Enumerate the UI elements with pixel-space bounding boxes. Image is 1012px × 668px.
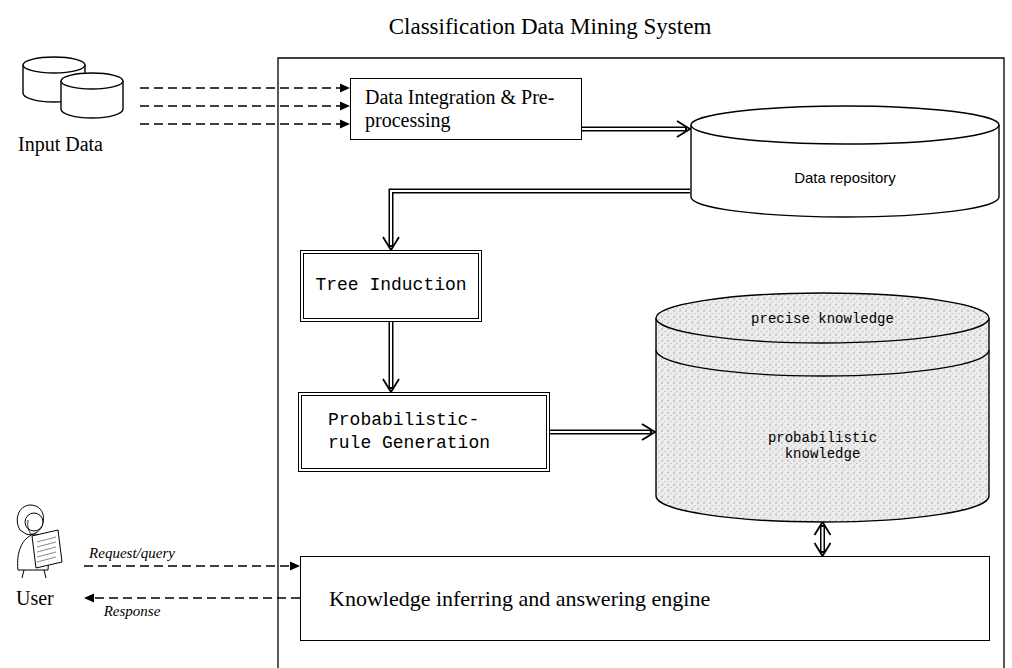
cylinder-top	[656, 293, 989, 343]
process-box-double: Tree Induction	[300, 250, 482, 322]
double-arrow	[383, 191, 690, 250]
user-hair	[17, 505, 43, 535]
data-repository-cylinder: Data repository	[690, 105, 1000, 217]
arrow-inner	[550, 431, 650, 433]
process-box-double: Probabilistic-rule Generation	[298, 392, 550, 472]
arrow-head	[642, 424, 655, 440]
dashed-arrow	[84, 594, 300, 603]
arrow-outer	[820, 525, 825, 553]
newspaper-line	[37, 547, 56, 552]
node-text: Tree Induction	[312, 274, 470, 297]
arrow-line	[140, 87, 344, 88]
cylinder-body	[656, 318, 989, 522]
cylinder-top	[691, 106, 999, 144]
arrow-inner	[822, 527, 824, 551]
node-text: User	[16, 587, 84, 610]
engine-box: Knowledge inferring and answering engine	[300, 556, 990, 641]
arrow-inner	[391, 191, 690, 245]
newspaper	[32, 530, 62, 568]
edge-label: Request/query	[86, 545, 178, 562]
newspaper-line	[37, 552, 56, 557]
newspaper-line	[37, 537, 56, 542]
newspaper-line	[37, 557, 56, 562]
double-arrow	[815, 522, 831, 556]
node-text: Knowledge inferring and answering engine	[329, 586, 961, 612]
dashed-arrow	[140, 120, 350, 129]
arrow-outer	[550, 430, 652, 435]
diagram-title: Classification Data Mining System	[280, 14, 820, 40]
user-hairline	[28, 520, 34, 536]
cylinder	[61, 73, 123, 118]
user-legs	[22, 570, 46, 578]
node-text: Input Data	[18, 133, 140, 156]
node-text: precise knowledge	[748, 312, 897, 327]
arrow-inner	[582, 128, 685, 130]
cylinder-divider	[656, 350, 989, 376]
dashed-arrow	[84, 562, 300, 571]
arrow-head	[383, 379, 399, 392]
arrow-outer	[582, 127, 687, 132]
node-text: Data repository	[794, 169, 896, 186]
arrow-line	[84, 565, 294, 566]
arrow-head	[815, 522, 831, 535]
arrow-outer	[391, 191, 690, 247]
arrow-head	[340, 102, 350, 111]
dashed-arrow	[140, 84, 350, 93]
double-arrow	[582, 121, 690, 137]
double-arrow	[383, 322, 399, 392]
node-text: Probabilistic-rule Generation	[328, 409, 520, 456]
arrow-line	[90, 597, 300, 598]
arrow-head	[340, 120, 350, 129]
knowledge-base-cylinder: precise knowledge probabilistic knowledge	[655, 292, 990, 522]
node-text: probabilistic knowledge	[745, 431, 901, 462]
newspaper-line	[37, 542, 56, 547]
arrow-head	[340, 84, 350, 93]
arrow-inner	[390, 322, 392, 387]
arrow-line	[140, 123, 344, 124]
arrow-head	[290, 562, 300, 571]
arrow-head	[677, 121, 690, 137]
cylinder-top	[23, 57, 85, 73]
arrow-line	[140, 105, 344, 106]
cylinder-top	[61, 73, 123, 89]
arrow-outer	[389, 322, 394, 389]
edge-label: Response	[101, 603, 164, 620]
frame-line	[278, 58, 1004, 668]
arrow-head	[84, 594, 94, 603]
node-text: Data Integration & Pre-processing	[365, 86, 567, 132]
arrow-head	[383, 237, 399, 250]
double-arrow	[550, 424, 655, 440]
cylinder-outline	[690, 105, 1000, 217]
user-figure: User	[4, 500, 84, 612]
arrow-head	[815, 543, 831, 556]
input-data-store: Input Data	[10, 50, 140, 160]
dashed-arrow	[140, 102, 350, 111]
process-box: Data Integration & Pre-processing	[350, 78, 582, 140]
